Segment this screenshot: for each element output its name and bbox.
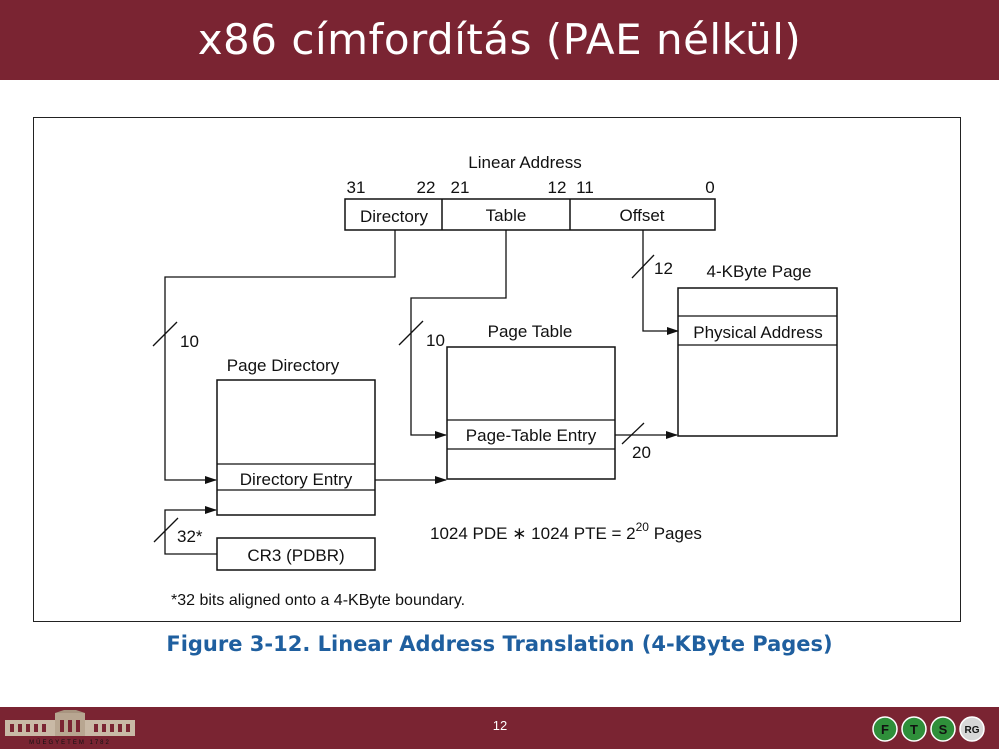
svg-text:F: F [881, 722, 889, 737]
page-table-title: Page Table [488, 322, 573, 341]
svg-text:S: S [939, 722, 948, 737]
table-width-label: 10 [426, 331, 445, 350]
offset-field: Offset [619, 206, 664, 225]
pte-width-label: 20 [632, 443, 651, 462]
bit-21-label: 21 [451, 178, 470, 197]
figure-caption: Figure 3-12. Linear Address Translation … [166, 632, 833, 656]
footer-bar [0, 707, 999, 749]
t-badge-icon: T [901, 716, 927, 742]
title-bar [0, 0, 999, 80]
linear-address-box [344, 198, 716, 231]
page-title: 4-KByte Page [707, 262, 812, 281]
figure-frame: Linear Address 31 22 21 12 11 0 Director… [33, 117, 961, 622]
pages-formula: 1024 PDE ∗ 1024 PTE = 220 Pages [430, 520, 702, 543]
page-table-entry: Page-Table Entry [466, 426, 597, 445]
bit-0-label: 0 [705, 178, 714, 197]
page-directory-box [216, 379, 376, 516]
directory-field: Directory [360, 207, 429, 226]
bit-11-label: 11 [576, 178, 594, 197]
page-box [677, 287, 838, 437]
page-number: 12 [492, 718, 508, 733]
page-directory-title: Page Directory [227, 356, 340, 375]
directory-index-line [164, 230, 396, 484]
cr3-label: CR3 (PDBR) [247, 546, 344, 565]
directory-entry: Directory Entry [240, 470, 353, 489]
offset-width-label: 12 [654, 259, 673, 278]
s-badge-icon: S [930, 716, 956, 742]
university-building-logo: MŰEGYETEM 1782 [5, 710, 135, 746]
footnote: *32 bits aligned onto a 4-KByte boundary… [171, 592, 465, 609]
directory-width-label: 10 [180, 332, 199, 351]
rg-badge-icon: RG [959, 716, 985, 742]
page-table-box [446, 346, 616, 480]
svg-text:RG: RG [965, 725, 980, 736]
physical-address: Physical Address [693, 323, 822, 342]
bit-12-label: 12 [548, 178, 567, 197]
ftsrg-logos: F T S RG [872, 716, 985, 742]
f-badge-icon: F [872, 716, 898, 742]
university-logo-text: MŰEGYETEM 1782 [29, 739, 111, 746]
table-field: Table [486, 206, 527, 225]
offset-line [642, 230, 679, 335]
bit-22-label: 22 [417, 178, 436, 197]
cr3-width-label: 32* [177, 527, 203, 546]
cr3-to-directory-line [164, 506, 217, 555]
translation-diagram: Linear Address 31 22 21 12 11 0 Director… [152, 153, 838, 609]
linear-address-label: Linear Address [468, 153, 581, 172]
table-index-line [410, 230, 507, 439]
bit-31-label: 31 [347, 178, 366, 197]
slide-title: x86 címfordítás (PAE nélkül) [197, 15, 802, 64]
svg-text:T: T [910, 722, 918, 737]
